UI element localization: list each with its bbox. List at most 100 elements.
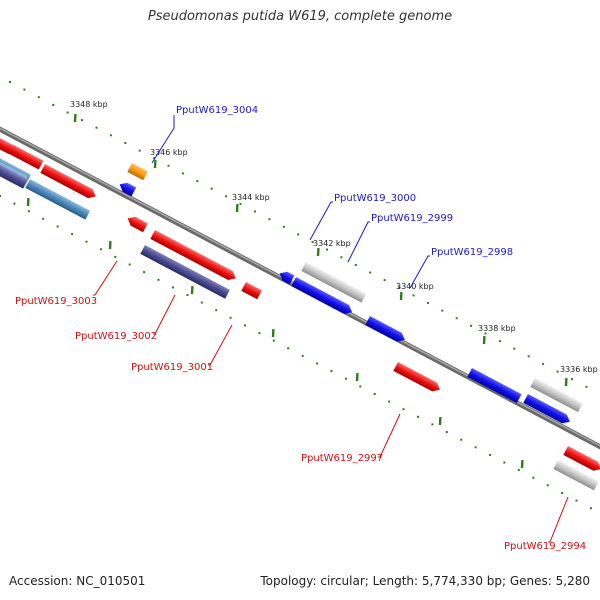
tick-label: 3344 kbp (232, 193, 270, 202)
gene-features (0, 133, 600, 491)
tick-dot (42, 217, 45, 220)
gene-feature[interactable] (0, 160, 29, 189)
tick-dot (138, 149, 141, 152)
tick-dot (388, 400, 391, 403)
gene-feature[interactable] (40, 161, 99, 201)
tick-dot (398, 286, 401, 289)
gene-feature[interactable] (125, 211, 149, 233)
gene-feature[interactable] (117, 177, 137, 197)
tick-dot (373, 393, 376, 395)
tick-dot (56, 225, 59, 228)
tick-dot (114, 255, 117, 258)
gene-feature[interactable] (140, 242, 231, 299)
tick-label: 3346 kbp (150, 148, 188, 157)
tick-mark (355, 372, 359, 382)
gene-feature[interactable] (291, 274, 355, 316)
tick-dot (445, 431, 448, 433)
tick-dot (196, 180, 199, 183)
tick-dot (200, 301, 203, 304)
tick-dot (215, 309, 218, 312)
tick-dot (85, 240, 88, 243)
tick-dot (517, 469, 520, 472)
tick-dot (326, 248, 328, 251)
tick-dot (412, 294, 415, 297)
tick-mark (271, 328, 275, 338)
gene-feature[interactable] (563, 443, 600, 473)
tick-dot (426, 302, 429, 304)
tick-dot (340, 256, 343, 259)
gene-feature[interactable] (530, 375, 584, 413)
tick-mark (108, 240, 112, 250)
gene-label-pputw619-2998[interactable]: PputW619_2998 (431, 247, 513, 258)
tick-dot (181, 172, 184, 175)
tick-mark (564, 377, 568, 387)
tick-dot (297, 233, 300, 236)
tick-dot (470, 324, 473, 327)
tick-dot (575, 499, 578, 502)
gene-label-pputw619-2994[interactable]: PputW619_2994 (504, 541, 586, 552)
gene-label-pputw619-3004[interactable]: PputW619_3004 (176, 105, 258, 116)
tick-dots (0, 81, 592, 510)
leader-line (409, 255, 430, 289)
gene-feature[interactable] (301, 259, 367, 303)
gene-feature[interactable] (467, 365, 523, 404)
tick-dot (95, 126, 98, 129)
genome-summary-text: Topology: circular; Length: 5,774,330 bp… (260, 574, 590, 588)
tick-mark (520, 459, 524, 469)
gene-feature[interactable] (553, 457, 600, 491)
leader-line (208, 324, 233, 366)
tick-dot (441, 309, 444, 312)
gene-feature[interactable] (3, 139, 44, 170)
tick-dot (81, 119, 83, 122)
tick-dot (489, 453, 491, 456)
tick-dot (532, 476, 535, 479)
gene-label-pputw619-3000[interactable]: PputW619_3000 (334, 193, 416, 204)
gene-label-pputw619-3003[interactable]: PputW619_3003 (15, 296, 97, 307)
gene-feature[interactable] (365, 313, 408, 344)
tick-dot (124, 142, 127, 144)
tick-mark (190, 285, 194, 295)
tick-dot (37, 96, 40, 99)
tick-dot (99, 248, 102, 251)
tick-dot (23, 88, 26, 91)
tick-dot (455, 317, 458, 320)
tick-dot (474, 446, 477, 449)
tick-label: 3342 kbp (313, 239, 351, 248)
gene-feature[interactable] (523, 391, 573, 426)
tick-dot (128, 263, 131, 266)
tick-dot (431, 423, 434, 426)
gene-label-pputw619-2999[interactable]: PputW619_2999 (371, 213, 453, 224)
leader-line (347, 221, 370, 263)
tick-dot (460, 438, 463, 441)
tick-dot (571, 378, 573, 381)
tick-mark (73, 113, 77, 123)
tick-dot (282, 225, 285, 228)
tick-dot (402, 408, 405, 411)
gene-feature[interactable] (25, 176, 91, 220)
tick-dot (186, 294, 189, 296)
tick-dot (498, 340, 501, 343)
tick-mark (316, 247, 320, 257)
gene-feature[interactable] (241, 279, 263, 300)
tick-mark (235, 203, 239, 213)
tick-dot (301, 354, 304, 357)
gene-feature[interactable] (393, 359, 443, 394)
gene-label-pputw619-3001[interactable]: PputW619_3001 (131, 362, 213, 373)
tick-dot (369, 271, 372, 274)
gene-label-pputw619-3002[interactable]: PputW619_3002 (75, 331, 157, 342)
leader-line (151, 115, 175, 164)
tick-dot (254, 210, 256, 213)
tick-dot (27, 210, 30, 213)
tick-dot (239, 202, 242, 205)
tick-dot (268, 218, 271, 221)
leader-line (93, 260, 118, 296)
tick-dot (513, 347, 516, 350)
tick-dot (9, 81, 11, 83)
gene-feature[interactable] (127, 160, 149, 181)
tick-label: 3340 kbp (396, 282, 434, 291)
tick-dot (561, 492, 564, 494)
gene-label-pputw619-2997[interactable]: PputW619_2997 (301, 453, 383, 464)
tick-dot (71, 233, 74, 236)
gene-feature[interactable] (150, 227, 239, 282)
gene-feature[interactable] (277, 266, 295, 285)
